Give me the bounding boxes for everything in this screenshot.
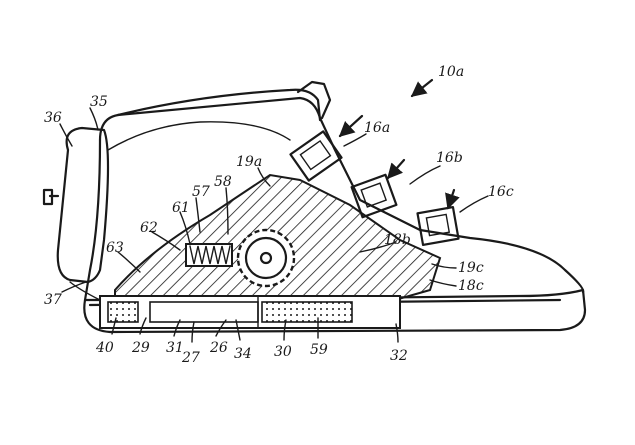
label-37: 37 — [44, 292, 62, 308]
cable-37 — [69, 281, 101, 301]
label-34: 34 — [234, 346, 252, 362]
arrow-16c — [445, 188, 460, 210]
label-18b: 18b — [384, 232, 411, 248]
label-57: 57 — [192, 184, 210, 200]
leader-lines — [59, 107, 489, 343]
label-27: 27 — [181, 350, 200, 366]
cable-front — [296, 80, 332, 120]
arrow-16b — [386, 158, 406, 180]
label-19c: 19c — [458, 260, 484, 276]
label-31: 31 — [166, 340, 184, 356]
label-36: 36 — [44, 110, 62, 126]
upper-collar — [83, 138, 102, 302]
label-59: 59 — [310, 342, 328, 358]
outsole — [83, 288, 587, 334]
label-40: 40 — [95, 340, 114, 356]
spring-58 — [185, 243, 233, 267]
strap-buckle-16a — [289, 130, 343, 182]
cable-loop — [116, 88, 322, 122]
ratchet-gear — [236, 228, 296, 288]
label-19a: 19a — [236, 154, 262, 170]
label-32: 32 — [390, 348, 408, 364]
label-62: 62 — [140, 220, 158, 236]
label-16b: 16b — [436, 150, 463, 166]
label-61: 61 — [172, 200, 190, 216]
strap-buckle-16c — [416, 206, 460, 246]
label-35: 35 — [90, 94, 108, 110]
label-29: 29 — [131, 340, 150, 356]
arrow-16a — [338, 114, 364, 138]
label-30: 30 — [274, 344, 292, 360]
label-18c: 18c — [458, 278, 484, 294]
strap-buckle-16b — [350, 173, 398, 219]
label-63: 63 — [106, 240, 124, 256]
upper-inner — [107, 121, 291, 151]
heel-knob — [42, 188, 54, 206]
label-58: 58 — [214, 174, 232, 190]
label-16a: 16a — [364, 120, 390, 136]
arrow-10a — [410, 78, 434, 98]
actuator-chamber — [99, 295, 401, 329]
label-16c: 16c — [488, 184, 514, 200]
heel-strap — [56, 126, 110, 284]
label-10a: 10a — [438, 64, 464, 80]
label-26: 26 — [209, 340, 228, 356]
